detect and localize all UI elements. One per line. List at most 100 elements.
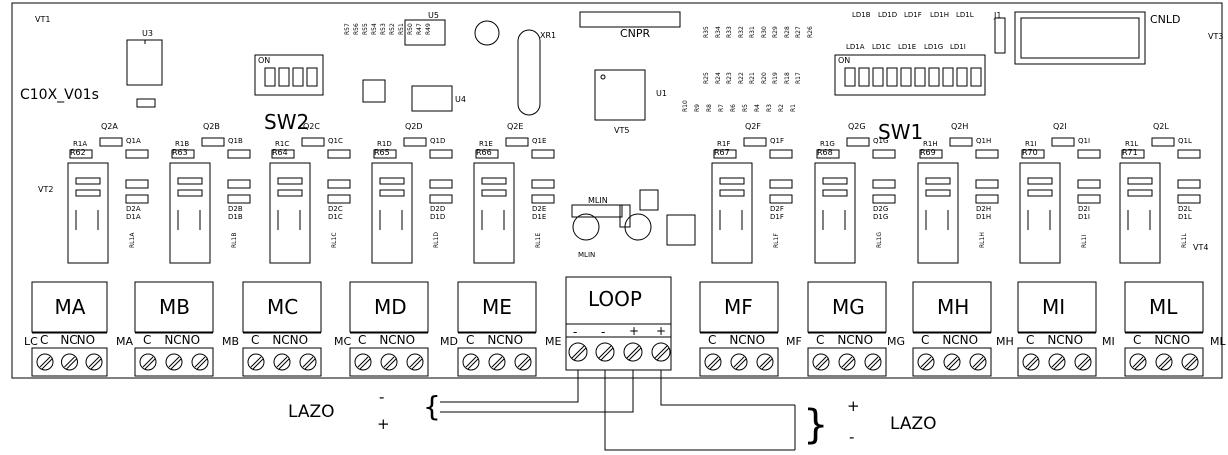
u5-chip bbox=[571, 204, 623, 218]
terminal-block-f bbox=[699, 281, 779, 333]
screw-l-1 bbox=[1129, 353, 1147, 371]
sw1-on-label: ON bbox=[838, 56, 851, 65]
q2-label-l: Q1L bbox=[1178, 137, 1192, 145]
module-label-a: MA bbox=[54, 295, 86, 319]
terminal-block-a bbox=[31, 281, 108, 333]
relay-i bbox=[1019, 162, 1061, 264]
terminal-block-g bbox=[807, 281, 887, 333]
diode-f bbox=[769, 179, 793, 189]
contact-a-2: NC bbox=[60, 333, 78, 347]
u1-label: U1 bbox=[656, 89, 667, 98]
r1-label-h: R1H bbox=[923, 140, 938, 148]
screw-i-2 bbox=[1048, 353, 1066, 371]
q-label-f: Q2F bbox=[745, 122, 761, 131]
contact-f-3: NO bbox=[746, 333, 766, 347]
contact-l-3: NO bbox=[1171, 333, 1191, 347]
resistor-c-r1: R1 bbox=[790, 104, 797, 112]
contact-e-1: C bbox=[466, 333, 475, 347]
resistor-c-r2: R2 bbox=[778, 104, 785, 112]
led-label-ld1e: LD1E bbox=[898, 43, 917, 51]
r1-label-f: R1F bbox=[717, 140, 731, 148]
led-label-ld1a: LD1A bbox=[846, 43, 865, 51]
loop-pin-1: - bbox=[573, 325, 578, 339]
u2-label: U3 bbox=[142, 29, 153, 38]
diode-e bbox=[531, 179, 555, 189]
relay-label-f: RL1F bbox=[773, 233, 780, 248]
r1-label-i: R1I bbox=[1025, 140, 1037, 148]
relay-c bbox=[269, 162, 311, 264]
contact-f-1: C bbox=[708, 333, 717, 347]
cnld-connector bbox=[1014, 11, 1146, 65]
diode-label-d: D2D bbox=[430, 205, 446, 213]
q2-label-d: Q1D bbox=[430, 137, 446, 145]
resistor-c-r10: R10 bbox=[682, 100, 689, 112]
q-label-l: Q2L bbox=[1153, 122, 1169, 131]
led-label-ld1c: LD1C bbox=[872, 43, 891, 51]
loop-pin-3: + bbox=[629, 324, 640, 338]
resistor-a-r53: R53 bbox=[380, 23, 387, 35]
q2-label-f: Q1F bbox=[770, 137, 784, 145]
screw-l-2 bbox=[1155, 353, 1173, 371]
resistor-b-r32: R32 bbox=[737, 26, 745, 38]
resistor-a-r57: R57 bbox=[344, 23, 351, 35]
r1-label-l: R1L bbox=[1125, 140, 1139, 148]
diode-c bbox=[327, 179, 351, 189]
contact-b-3: NO bbox=[181, 333, 201, 347]
screw-e-1 bbox=[462, 353, 480, 371]
side-label-10: ML bbox=[1210, 335, 1226, 348]
q2-label-b: Q1B bbox=[228, 137, 243, 145]
contact-f-2: NC bbox=[729, 333, 747, 347]
led-label-ld1g: LD1G bbox=[924, 43, 944, 51]
screw-e-3 bbox=[514, 353, 532, 371]
side-label-5: ME bbox=[545, 335, 562, 348]
screw-l-3 bbox=[1181, 353, 1199, 371]
u3-chip bbox=[411, 85, 453, 112]
module-label-d: MD bbox=[374, 295, 407, 319]
resistor-a-r51: R51 bbox=[398, 23, 405, 35]
res-label-a: R62 bbox=[70, 148, 86, 157]
relay-label-i: RL1I bbox=[1081, 234, 1088, 248]
contact-i-2: NC bbox=[1047, 333, 1065, 347]
resistor-a-r49: R49 bbox=[425, 23, 432, 35]
sw1-body bbox=[834, 54, 986, 96]
sw1-label: SW1 bbox=[878, 120, 924, 144]
q-label-a: Q2A bbox=[101, 122, 118, 131]
relay-f bbox=[711, 162, 753, 264]
u2-chip bbox=[126, 39, 163, 86]
r1-label-g: R1G bbox=[820, 140, 835, 148]
cnpr-label: CNPR bbox=[620, 27, 651, 40]
resistor-b-r28: R28 bbox=[783, 26, 791, 38]
u1-chip bbox=[594, 69, 646, 121]
screw-c-2 bbox=[273, 353, 291, 371]
diode-label-l: D2L bbox=[1178, 205, 1192, 213]
diode2-label-f: D1F bbox=[770, 213, 784, 221]
contact-i-3: NO bbox=[1064, 333, 1084, 347]
contact-a-1: C bbox=[40, 333, 49, 347]
relay-e bbox=[473, 162, 515, 264]
screw-b-3 bbox=[191, 353, 209, 371]
side-label-9: MI bbox=[1102, 335, 1115, 348]
loop-pin-4: + bbox=[656, 324, 667, 338]
loop-screw-1 bbox=[568, 342, 588, 362]
diode2-label-h: D1H bbox=[976, 213, 992, 221]
q2-label-c: Q1C bbox=[328, 137, 343, 145]
screw-h-3 bbox=[969, 353, 987, 371]
res-label-f: R67 bbox=[714, 148, 730, 157]
led-label-ld1i: LD1I bbox=[950, 43, 966, 51]
resistor-c-r7: R7 bbox=[718, 104, 725, 112]
lazo-wire-3 bbox=[660, 370, 795, 406]
terminal-block-d bbox=[349, 281, 429, 333]
module-label-g: MG bbox=[832, 295, 865, 319]
contact-b-1: C bbox=[143, 333, 152, 347]
resistor-b-r22: R22 bbox=[737, 72, 745, 84]
sw2-on-label: ON bbox=[258, 56, 271, 65]
res-label-e: R66 bbox=[476, 148, 492, 157]
screw-a-2 bbox=[61, 353, 78, 371]
resistor-a-r56: R56 bbox=[353, 23, 360, 35]
contact-c-1: C bbox=[251, 333, 260, 347]
u5-label: MLIN bbox=[588, 196, 608, 205]
diode-i bbox=[1077, 179, 1101, 189]
loop-pin-2: - bbox=[601, 325, 606, 339]
led-label-ld1f: LD1F bbox=[904, 11, 922, 19]
